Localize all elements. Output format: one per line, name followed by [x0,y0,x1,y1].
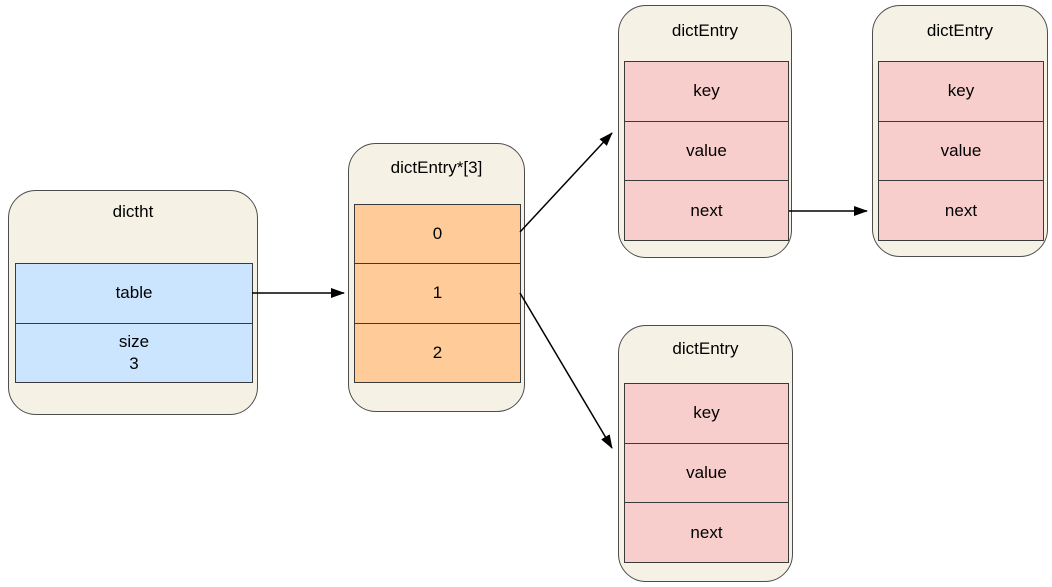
entry-top-1-value-label: value [686,141,727,160]
node-entry-top-1: dictEntry key value next [618,5,792,258]
entry-bottom-value-label: value [686,463,727,482]
node-dictht-title: dictht [112,202,154,221]
node-entry-bottom: dictEntry key value next [618,325,793,582]
field-size-label: size [118,331,150,351]
entry-bottom-next: next [625,503,788,563]
node-bucket-array-title: dictEntry*[3] [390,158,483,177]
node-entry-top-2-title: dictEntry [926,21,994,40]
entry-top-1-value: value [625,121,788,182]
field-size: size 3 [16,323,252,382]
node-dictht-cells: table size 3 [15,263,253,383]
bucket-slot-1-label: 1 [432,283,443,303]
field-size-value: 3 [129,353,139,373]
bucket-slot-1: 1 [355,264,520,324]
node-entry-top-2-cells: key value next [878,61,1044,241]
bucket-slot-0: 0 [355,205,520,265]
entry-bottom-next-label: next [690,522,723,542]
node-bucket-array-cells: 0 1 2 [354,204,521,383]
entry-top-1-key-label: key [693,81,720,101]
entry-top-2-key-label: key [947,81,975,101]
entry-top-2-key: key [879,62,1043,122]
entry-top-1-key: key [625,62,788,122]
node-entry-bottom-cells: key value next [624,383,789,563]
bucket-slot-2: 2 [355,323,520,382]
field-table-label: table [115,283,153,303]
bucket-slot-0-label: 0 [432,224,443,244]
arrow-slot1-to-entry-bottom [519,292,613,449]
node-entry-bottom-title: dictEntry [672,339,739,358]
node-entry-top-1-cells: key value next [624,61,789,241]
entry-top-2-next: next [879,181,1043,241]
entry-top-2-value: value [879,121,1043,182]
entry-top-2-value-label: value [940,141,982,160]
arrow-slot0-to-entry-top-1 [519,132,613,233]
bucket-slot-2-label: 2 [432,342,443,362]
entry-top-1-next: next [625,181,788,241]
node-entry-top-2: dictEntry key value next [872,5,1048,257]
entry-top-1-next-label: next [690,200,723,220]
entry-bottom-key-label: key [693,403,720,423]
field-table: table [16,264,252,324]
entry-top-2-next-label: next [944,200,978,220]
entry-bottom-key: key [625,384,788,444]
entry-bottom-value: value [625,443,788,504]
node-bucket-array: dictEntry*[3] 0 1 2 [348,143,525,412]
node-dictht: dictht table size 3 [8,190,258,415]
node-entry-top-1-title: dictEntry [671,21,739,40]
